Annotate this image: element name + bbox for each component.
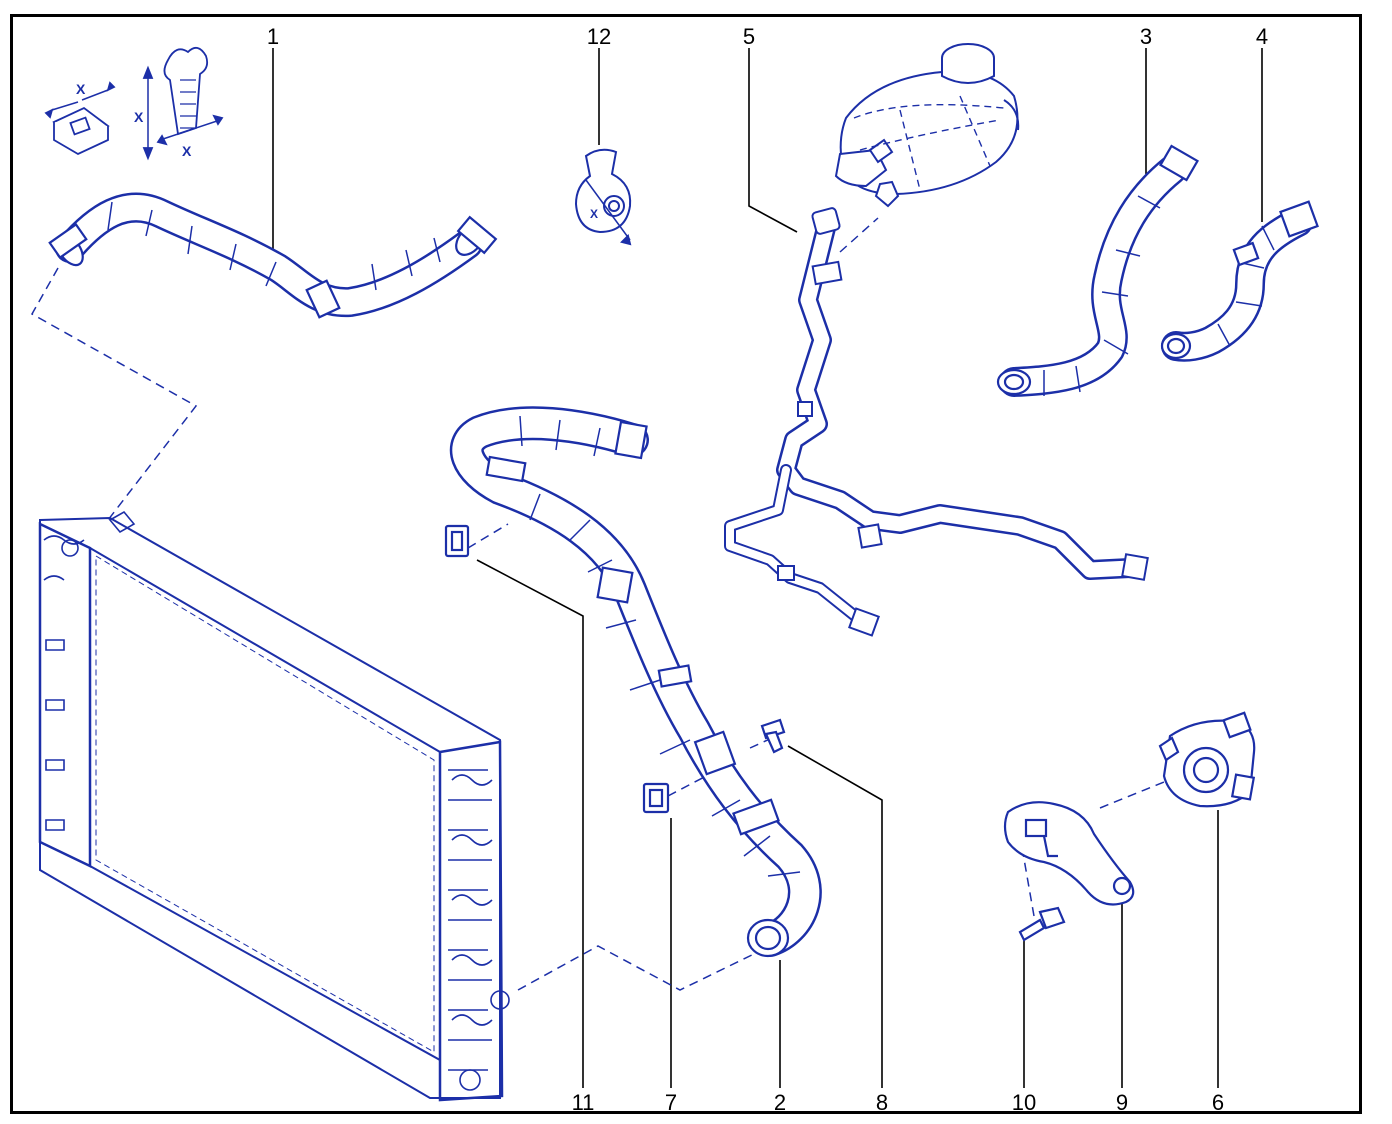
leader-lines [272, 48, 1263, 1088]
x-mark: X [76, 81, 86, 97]
x-mark: X [134, 109, 144, 125]
part-number-8: 8 [876, 1090, 888, 1115]
part-number-4: 4 [1256, 24, 1268, 49]
hose-2 [449, 406, 822, 958]
bracket-9 [1003, 801, 1135, 906]
leader-11 [476, 559, 584, 1088]
clamp-detail: X X X [44, 46, 224, 161]
clip-11 [444, 524, 470, 558]
part-number-7: 7 [665, 1090, 677, 1115]
part-number-5: 5 [743, 24, 755, 49]
hose-4 [1160, 200, 1319, 362]
plug-12: X [574, 148, 632, 246]
part-number-1: 1 [267, 24, 279, 49]
bolt-10 [1018, 906, 1066, 942]
part-number-10: 10 [1012, 1090, 1036, 1115]
part-number-12: 12 [587, 24, 611, 49]
clip-7 [642, 782, 670, 814]
bolt-8 [760, 718, 786, 754]
expansion-tank [834, 43, 1020, 208]
leader-8 [787, 745, 883, 1088]
x-mark: X [182, 143, 192, 159]
part-number-6: 6 [1212, 1090, 1224, 1115]
water-pump-6 [1158, 711, 1256, 808]
radiator [38, 510, 510, 1102]
part-number-11: 11 [572, 1090, 595, 1115]
part-number-labels: 1 12 5 3 4 11 7 2 8 10 9 6 [267, 24, 1268, 1115]
part-number-2: 2 [774, 1090, 786, 1115]
leader-5 [748, 48, 798, 233]
x-mark: X [590, 207, 598, 221]
part-number-3: 3 [1140, 24, 1152, 49]
hose-5 [724, 207, 1149, 637]
hose-1 [48, 192, 498, 319]
hose-3 [996, 144, 1199, 397]
part-number-9: 9 [1116, 1090, 1128, 1115]
diagram-frame [10, 14, 1362, 1114]
